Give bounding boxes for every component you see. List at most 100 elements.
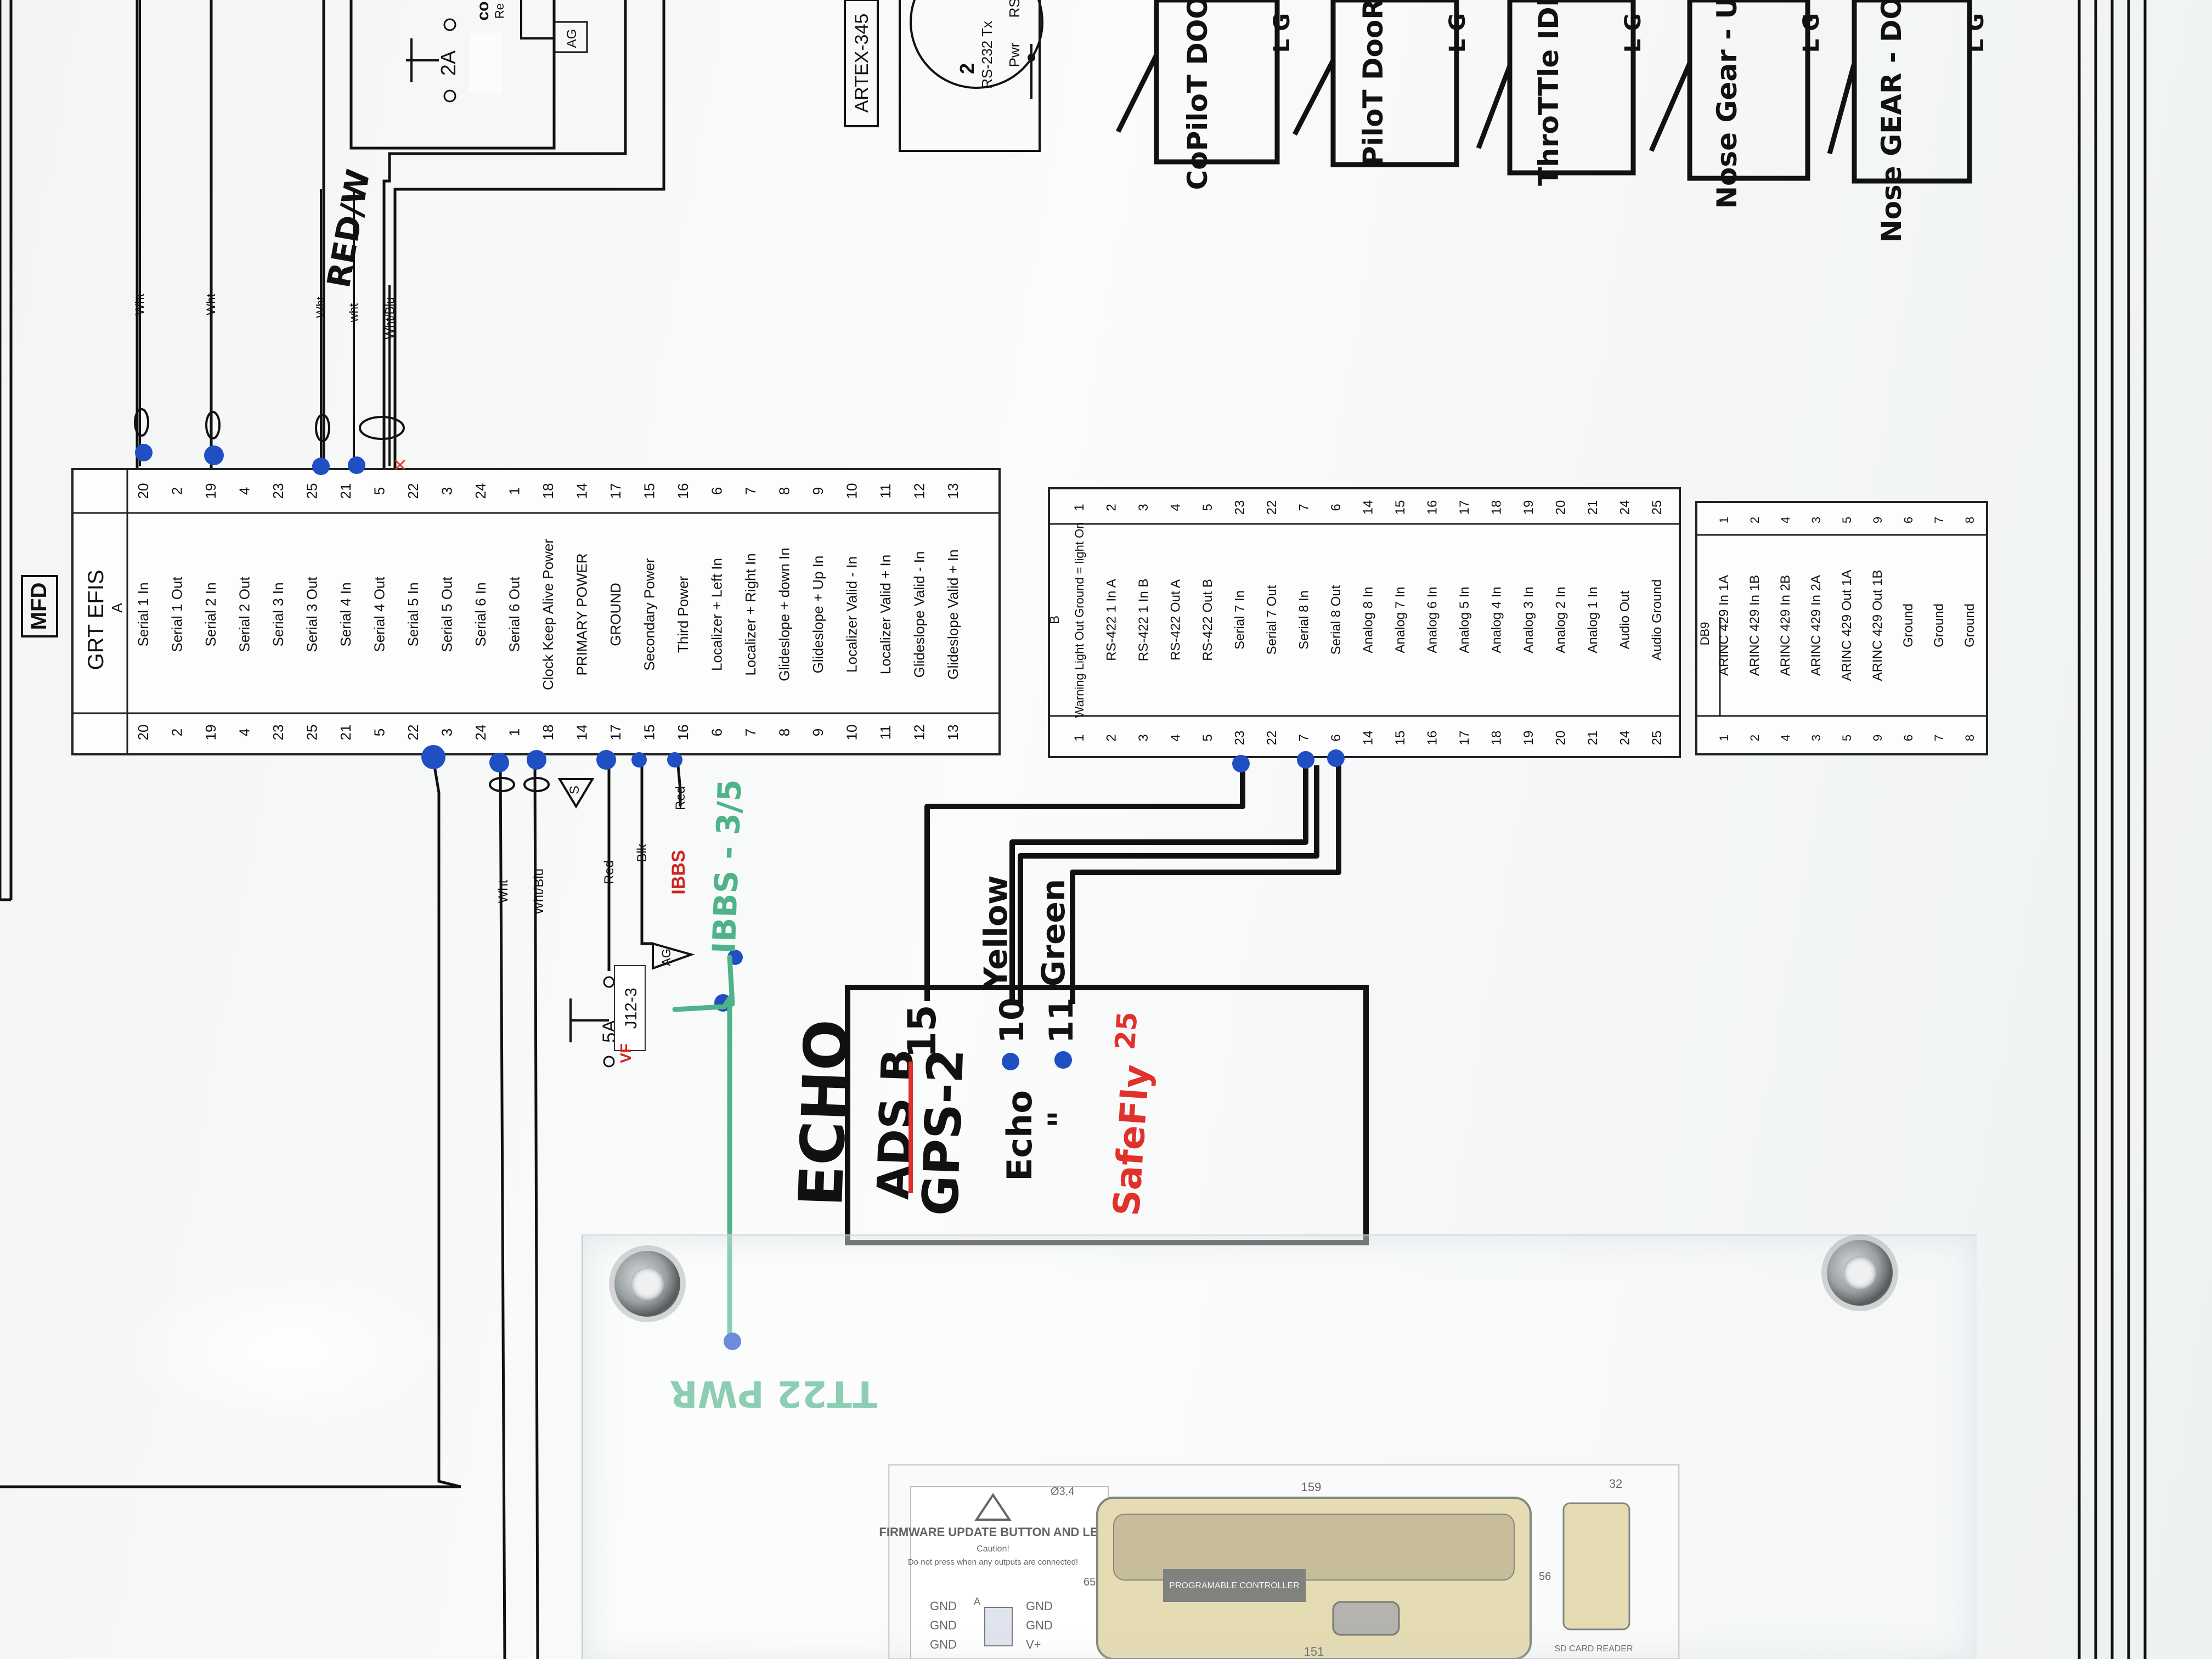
- efis-pin-left: 14: [574, 725, 590, 741]
- connector-b-pin-right: 2: [1104, 504, 1119, 511]
- efis-pin-left: 8: [776, 729, 793, 736]
- firmware-caution-text: Do not press when any outputs are connec…: [908, 1558, 1078, 1567]
- connector-b-pin-right: 24: [1618, 500, 1633, 515]
- db9-pin-left: 5: [1840, 735, 1854, 741]
- green-wire-end-dot: [724, 1333, 741, 1350]
- handwritten-gps2: GPS-2: [912, 1048, 975, 1217]
- efis-pin-right: 4: [236, 487, 253, 495]
- efis-pin-left: 17: [607, 725, 624, 741]
- efis-pin-right: 17: [607, 483, 624, 499]
- echo-box: [845, 985, 1369, 1245]
- efis-pin-right: 11: [877, 484, 894, 499]
- connector-b-pin-left: 23: [1233, 731, 1248, 746]
- efis-pin-left: 15: [641, 725, 658, 741]
- switch-lg-label: L G: [1799, 13, 1824, 53]
- connector-b-pin-left: 5: [1200, 734, 1215, 741]
- efis-pin-right: 7: [742, 487, 759, 495]
- efis-pin-left: 16: [675, 725, 691, 741]
- efis-signal: Glideslope Valid - In: [911, 551, 928, 678]
- handwritten-ibbs-3-5: IBBS - 3/5: [705, 778, 748, 954]
- connector-b-signal: RS-422 Out B: [1200, 579, 1215, 661]
- efis-pin-left: 13: [945, 725, 961, 741]
- db9-pin-left: 6: [1901, 735, 1915, 741]
- efis-pin-left: 22: [405, 725, 421, 741]
- connector-b-pin-right: 23: [1233, 500, 1248, 515]
- efis-pin-left: 6: [709, 729, 725, 736]
- connector-b-pin-right: 5: [1200, 504, 1215, 511]
- connector-b-pin-right: 16: [1425, 500, 1440, 515]
- wire-label-wht-2: Wht: [204, 294, 218, 315]
- efis-pin-left: 7: [742, 729, 759, 736]
- connector-b-signal: Warning Light Out Ground = light On: [1073, 522, 1086, 718]
- connector-b-signal: Analog 6 In: [1425, 586, 1440, 653]
- efis-signal: Serial 5 In: [405, 582, 421, 646]
- grommet-left: [614, 1251, 680, 1317]
- top-marker-dots: [135, 444, 365, 475]
- dimension-151: 151: [1304, 1645, 1324, 1658]
- efis-signal: Clock Keep Alive Power: [540, 539, 556, 690]
- handwritten-safefly: SafeFly: [1105, 1063, 1158, 1217]
- connector-b-pin-right: 25: [1650, 500, 1664, 515]
- efis-pin-right: 20: [135, 483, 151, 499]
- efis-pin-right: 12: [911, 483, 928, 499]
- connector-b-marker-dots: [1002, 749, 1345, 1070]
- efis-signal: Third Power: [675, 576, 691, 653]
- efis-pin-left: 11: [877, 725, 894, 740]
- connector-b-pin-left: 7: [1297, 734, 1312, 741]
- switch-lg-label: L G: [1621, 13, 1646, 53]
- efis-pin-right: 5: [371, 487, 388, 495]
- dimension-65: 65: [1084, 1576, 1096, 1588]
- s-shield-label: S: [567, 786, 582, 794]
- connector-b-signal: Analog 1 In: [1585, 586, 1600, 653]
- connector-b-signal: Audio Out: [1618, 590, 1633, 649]
- lower-breaker: 5A J12-3 VF: [569, 965, 646, 1068]
- db9-pin-left: 7: [1932, 735, 1946, 741]
- efis-signal: Glideslope + down In: [776, 548, 793, 681]
- efis-signal: Serial 3 In: [270, 582, 286, 646]
- dimension-56: 56: [1539, 1571, 1551, 1583]
- handwritten-ditto: ": [1041, 1110, 1081, 1128]
- db9-signal: ARINC 429 In 2B: [1778, 575, 1793, 676]
- switch-label: CoPiloT DOOR: [1182, 0, 1214, 190]
- wire-label-wht-3: Wht: [314, 296, 328, 318]
- efis-signal: Localizer + Left In: [709, 558, 725, 671]
- efis-pin-right: 9: [810, 487, 826, 495]
- gnd-label-2: GND: [930, 1618, 957, 1632]
- switch-lg-label: L G: [1445, 13, 1470, 53]
- connector-b-pin-left: 17: [1457, 731, 1472, 746]
- green-marker-wire: [672, 955, 735, 1341]
- top-breaker: 2A co Re AG: [406, 0, 588, 103]
- connector-b-signal: Analog 4 In: [1489, 586, 1504, 653]
- efis-signal: Glideslope + Up In: [810, 556, 826, 674]
- efis-signal: GROUND: [607, 583, 624, 646]
- switch-label: PiloT DooR: [1357, 0, 1389, 166]
- plastic-sleeve: [582, 1234, 1977, 1659]
- efis-signal: Secondary Power: [641, 558, 658, 671]
- efis-signal: Serial 1 In: [135, 582, 151, 646]
- connector-b-pin-right: 6: [1329, 504, 1344, 511]
- breaker-ag-label: AG: [565, 29, 579, 48]
- connector-b-pin-left: 24: [1618, 731, 1633, 746]
- efis-title: GRT EFIS: [84, 569, 108, 670]
- efis-signal: Serial 4 Out: [371, 577, 388, 652]
- efis-pin-right: 25: [304, 483, 320, 499]
- wire-label-wht-1: Wht: [133, 294, 146, 315]
- firmware-caution: Caution!: [977, 1544, 1009, 1554]
- efis-signal: Serial 3 Out: [304, 577, 320, 652]
- mfd-label: MFD: [27, 583, 51, 630]
- wire-label-blk: Blk: [635, 843, 650, 862]
- db9-pin-right: 2: [1748, 517, 1762, 523]
- efis-pin-right: 13: [945, 483, 961, 499]
- ag-ground-label: AG: [659, 949, 673, 966]
- db9-pin-right: 5: [1840, 517, 1854, 523]
- db9-pin-right: 8: [1963, 517, 1977, 523]
- firmware-title: FIRMWARE UPDATE BUTTON AND LED: [879, 1525, 1107, 1539]
- db9-pin-right: 1: [1717, 517, 1731, 523]
- db9-signal: ARINC 429 In 2A: [1809, 575, 1824, 676]
- efis-pin-left: 12: [911, 725, 928, 741]
- sd-card-label: SD CARD READER: [1554, 1644, 1633, 1654]
- db9-pin-right: 4: [1779, 517, 1792, 523]
- light-glare: [121, 1262, 450, 1437]
- mfd-box: MFD: [21, 575, 58, 637]
- db9-pin-right: 3: [1809, 517, 1823, 523]
